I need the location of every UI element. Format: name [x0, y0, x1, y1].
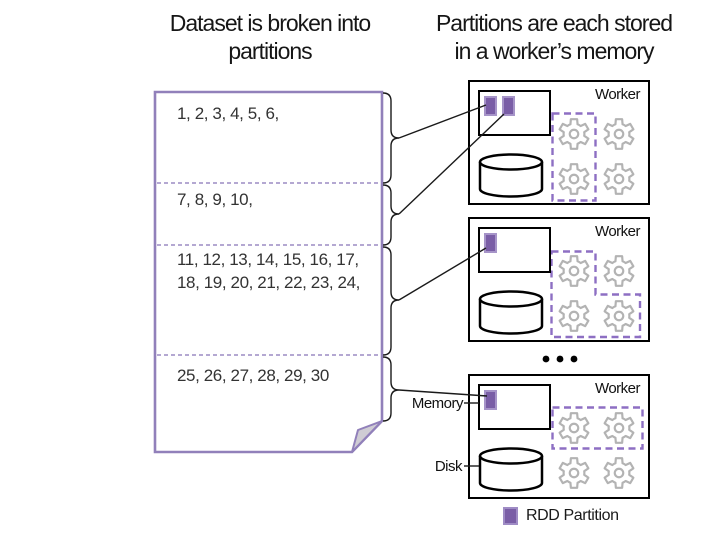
legend: RDD Partition: [503, 507, 619, 525]
rdd-partition-icon: [484, 96, 497, 116]
worker-box-3: Worker: [468, 374, 650, 499]
gear-icon: [603, 255, 635, 287]
left-title-line1: Dataset is broken into: [169, 10, 371, 36]
gear-icon: [603, 163, 635, 195]
left-title-line2: partitions: [228, 38, 312, 64]
worker-1-graphics: [478, 112, 635, 202]
worker-label: Worker: [594, 223, 641, 240]
executor-dashed-outline: [551, 112, 597, 202]
brace-partition-1: [382, 92, 400, 184]
gear-icon: [558, 412, 590, 444]
gear-icon: [603, 118, 635, 150]
gear-icon: [558, 163, 590, 195]
worker-label: Worker: [594, 380, 641, 397]
disk-callout-label: Disk: [434, 458, 463, 475]
memory-box: [478, 227, 551, 273]
gear-icon: [603, 300, 635, 332]
partition-3-values: 11, 12, 13, 14, 15, 16, 17, 18, 19, 20, …: [177, 248, 377, 294]
right-title-line2: in a worker’s memory: [454, 38, 655, 64]
memory-box: [478, 90, 551, 136]
disk-icon: [478, 290, 544, 335]
gear-icon: [558, 457, 590, 489]
right-title-line1: Partitions are each stored: [435, 10, 673, 36]
memory-box: [478, 384, 551, 430]
rdd-partition-icon: [502, 96, 515, 116]
partition-1-values: 1, 2, 3, 4, 5, 6,: [177, 102, 377, 125]
worker-label: Worker: [594, 86, 641, 103]
legend-label: RDD Partition: [526, 507, 619, 524]
partition-braces: [382, 92, 400, 422]
left-title: Dataset is broken into partitions: [150, 9, 390, 65]
disk-icon: [478, 447, 544, 492]
worker-3-graphics: [478, 406, 644, 492]
partition-4-values: 25, 26, 27, 28, 29, 30: [177, 364, 377, 387]
brace-partition-4: [382, 356, 400, 422]
partition-4-line1: 25, 26, 27, 28, 29, 30: [177, 366, 329, 385]
gear-icon: [558, 255, 590, 287]
memory-callout-label: Memory: [411, 395, 464, 412]
partition-1-line1: 1, 2, 3, 4, 5, 6,: [177, 104, 279, 123]
executor-dashed-outline: [551, 406, 644, 450]
brace-partition-2: [382, 184, 400, 246]
brace-partition-3: [382, 246, 400, 356]
worker-box-1: Worker: [468, 80, 650, 205]
worker-2-graphics: [478, 250, 642, 339]
rdd-partition-icon: [484, 390, 497, 410]
worker-box-2: Worker: [468, 217, 650, 342]
folded-corner-icon: [351, 420, 383, 453]
rdd-partition-icon: [484, 233, 497, 253]
executor-dashed-outline: [550, 250, 642, 339]
partition-2-values: 7, 8, 9, 10,: [177, 188, 377, 211]
right-title: Partitions are each stored in a worker’s…: [424, 9, 684, 65]
ellipsis-dots-icon: [542, 355, 578, 363]
gear-icon: [558, 118, 590, 150]
partition-3-line1: 11, 12, 13, 14, 15, 16, 17,: [177, 250, 359, 269]
rdd-partition-icon: [503, 507, 518, 525]
partition-3-line2: 18, 19, 20, 21, 22, 23, 24,: [177, 273, 360, 292]
partition-2-line1: 7, 8, 9, 10,: [177, 190, 253, 209]
disk-icon: [478, 153, 544, 198]
gear-icon: [603, 412, 635, 444]
gear-icon: [558, 300, 590, 332]
gear-icon: [603, 457, 635, 489]
